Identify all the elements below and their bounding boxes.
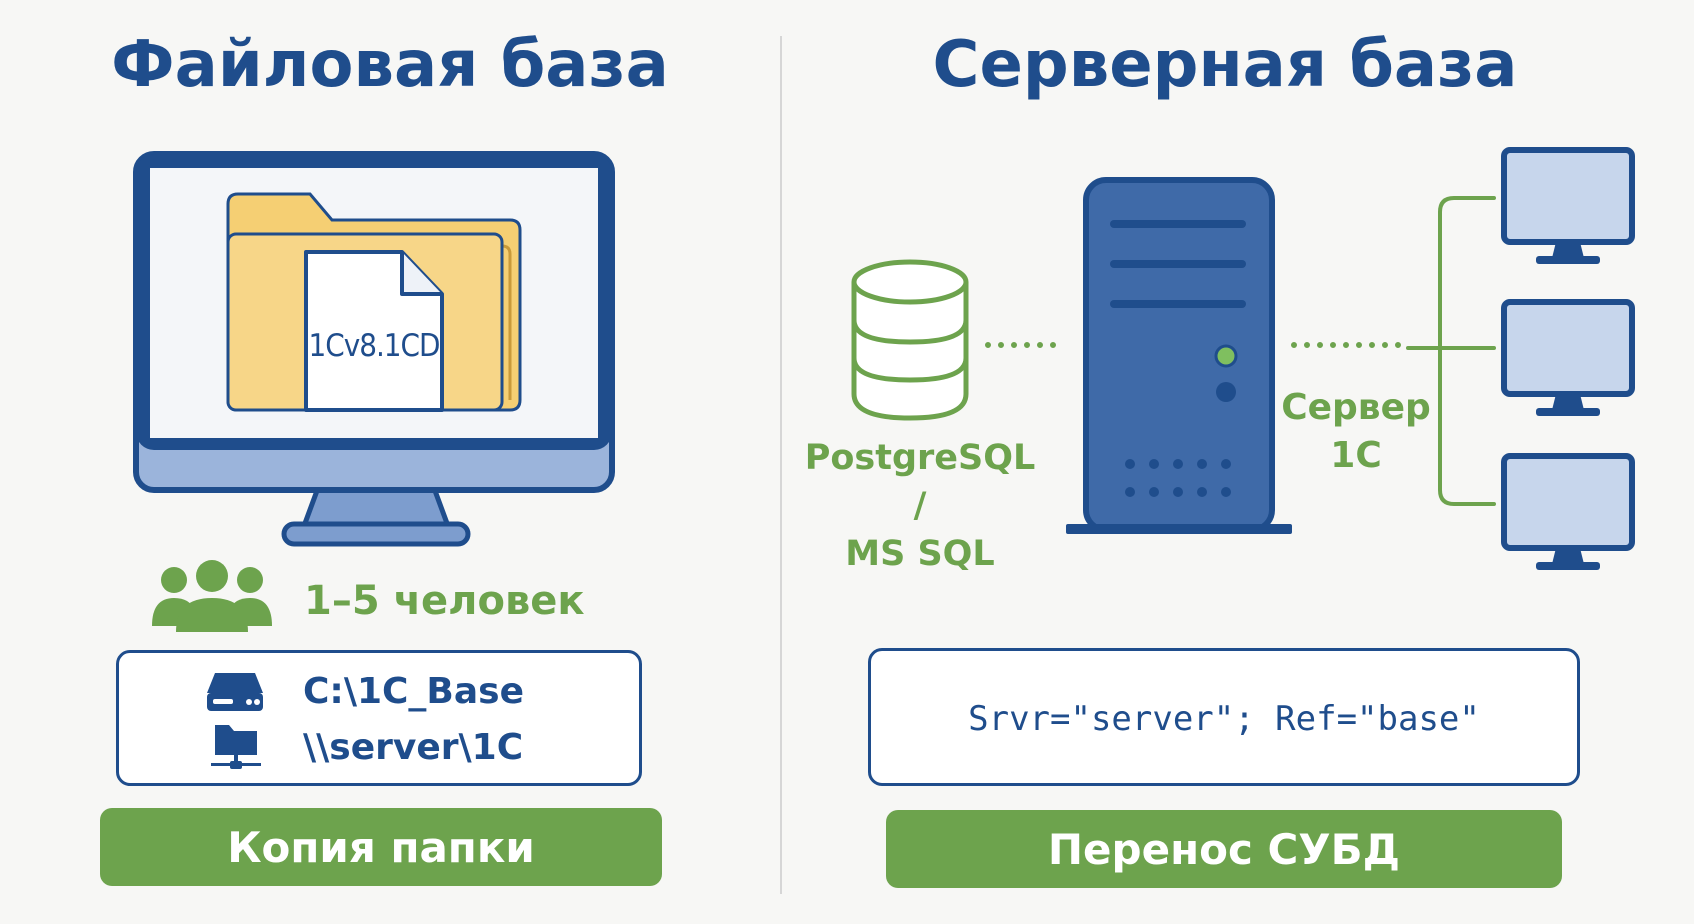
server-1c-label-line2: 1С xyxy=(1330,435,1382,476)
local-path-row: C:\1C_Base xyxy=(205,669,524,713)
transfer-dbms-button[interactable]: Перенос СУБД xyxy=(886,810,1562,888)
server-1c-label-line1: Сервер xyxy=(1281,387,1431,428)
network-path-text: \\server\1C xyxy=(303,726,524,768)
file-base-title: Файловая база xyxy=(111,28,669,102)
users-group-icon xyxy=(152,560,272,632)
clients-connector-dots xyxy=(1291,342,1408,348)
users-count-label: 1–5 человек xyxy=(304,578,585,624)
section-divider xyxy=(780,36,782,894)
network-folder-icon xyxy=(211,725,261,769)
client-monitor-icon xyxy=(1501,453,1635,570)
server-1c-label: Сервер 1С xyxy=(1270,384,1442,480)
database-file-icon xyxy=(304,250,444,412)
file-paths-box: C:\1C_Base \\server\1C xyxy=(116,650,642,786)
dbms-label: PostgreSQL / MS SQL xyxy=(800,434,1040,578)
dbms-label-line2: MS SQL xyxy=(845,534,995,574)
network-path-row: \\server\1C xyxy=(209,723,523,771)
dbms-connector-dots xyxy=(985,342,1068,348)
hard-drive-icon xyxy=(207,673,263,711)
copy-folder-button[interactable]: Копия папки xyxy=(100,808,662,886)
connection-string-box: Srvr="server"; Ref="base" xyxy=(868,648,1580,786)
client-monitor-icon xyxy=(1501,147,1635,264)
database-file-name: 1Cv8.1CD xyxy=(308,328,440,364)
connection-string-text: Srvr="server"; Ref="base" xyxy=(968,699,1480,739)
server-tower-icon xyxy=(1066,177,1292,534)
client-tree-connector xyxy=(1406,196,1496,506)
computer-monitor-icon xyxy=(133,151,615,547)
database-icon xyxy=(851,259,969,421)
client-monitor-icon xyxy=(1501,299,1635,416)
server-base-title: Серверная база xyxy=(932,28,1518,102)
local-path-text: C:\1C_Base xyxy=(303,670,525,712)
dbms-label-line1: PostgreSQL / xyxy=(804,438,1036,526)
